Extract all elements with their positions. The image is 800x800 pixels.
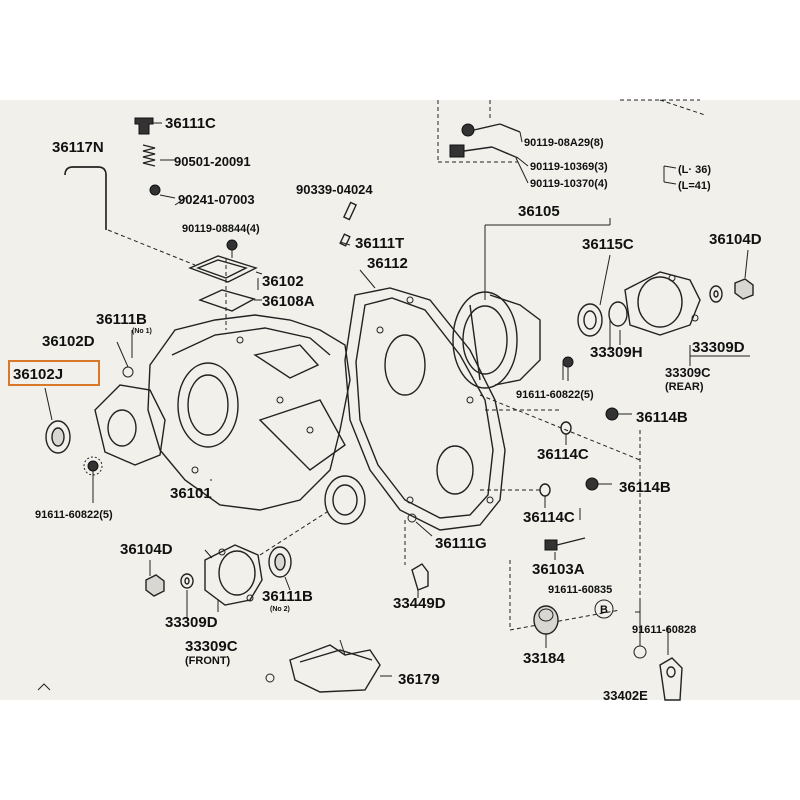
label-36111B-no1-note: (No 1) bbox=[132, 328, 152, 335]
breather-hose-icon bbox=[64, 166, 196, 266]
label-36114C-1: 36114C bbox=[537, 446, 589, 463]
washer-icon bbox=[709, 285, 723, 303]
bushing-icon bbox=[533, 605, 559, 648]
transfer-case-front-housing bbox=[147, 314, 366, 525]
b-marker-label: B bbox=[600, 604, 608, 616]
plug-icon bbox=[407, 513, 433, 537]
label-36114C-2: 36114C bbox=[523, 509, 575, 526]
label-33309H: 33309H bbox=[590, 344, 643, 361]
label-36102D: 36102D bbox=[42, 333, 95, 350]
label-36117N: 36117N bbox=[52, 139, 104, 156]
plug-icon bbox=[339, 233, 351, 247]
bolt-icon bbox=[265, 673, 275, 683]
label-90119-10369: 90119-10369(3) bbox=[530, 161, 608, 173]
label-90501-20091: 90501-20091 bbox=[174, 154, 251, 169]
pin-icon bbox=[342, 201, 358, 221]
label-33309C-rear-note: (REAR) bbox=[665, 381, 704, 393]
bolt-icon bbox=[87, 460, 99, 503]
label-33184: 33184 bbox=[523, 650, 565, 667]
washer-icon bbox=[539, 483, 551, 508]
rear-companion-flange bbox=[608, 271, 701, 336]
label-33402E: 33402E bbox=[603, 688, 648, 703]
label-90119-08844: 90119-08844(4) bbox=[182, 223, 260, 235]
bolt-icon bbox=[544, 537, 586, 560]
corner-mark bbox=[37, 683, 51, 691]
nut-icon bbox=[145, 574, 165, 597]
spring-icon bbox=[142, 144, 175, 167]
label-36111T: 36111T bbox=[355, 235, 404, 252]
label-90241-07003: 90241-07003 bbox=[178, 192, 255, 207]
front-companion-flange bbox=[204, 544, 263, 606]
b-marker: B bbox=[594, 599, 614, 619]
label-91611-60828: 91611-60828 bbox=[632, 624, 696, 636]
label-36112: 36112 bbox=[367, 255, 408, 272]
b-marker bbox=[83, 456, 103, 476]
label-36101: 36101 bbox=[170, 485, 212, 502]
label-36103A: 36103A bbox=[532, 561, 585, 578]
label-33449D: 33449D bbox=[393, 595, 446, 612]
bolt-icon bbox=[226, 239, 238, 258]
bolt-icon bbox=[585, 477, 612, 491]
label-33309C-front: 33309C bbox=[185, 638, 238, 655]
diagram-sheet bbox=[0, 100, 800, 700]
label-90119-08A29: 90119-08A29(8) bbox=[524, 137, 604, 149]
extension-housing bbox=[452, 291, 541, 389]
label-36111B-no1: 36111B bbox=[96, 311, 147, 328]
label-36114B-1: 36114B bbox=[636, 409, 688, 426]
ball-icon bbox=[149, 184, 176, 199]
note-L36: (L· 36) bbox=[678, 164, 711, 176]
oil-seal-icon bbox=[577, 254, 611, 337]
skid-plate-icon bbox=[289, 639, 392, 693]
label-91611-60835: 91611-60835 bbox=[548, 584, 612, 596]
label-33309C-front-note: (FRONT) bbox=[185, 655, 231, 667]
label-36111B-no2: 36111B bbox=[262, 588, 313, 605]
bolt-icon bbox=[605, 407, 632, 421]
label-33309D-bot: 33309D bbox=[165, 614, 218, 631]
bolt-icon bbox=[461, 123, 521, 137]
label-36104D-bot: 36104D bbox=[120, 541, 173, 558]
label-36102J: 36102J bbox=[13, 366, 63, 383]
cover-plate-icon bbox=[188, 255, 263, 283]
highlight-box bbox=[8, 360, 100, 386]
label-91611-60822-mid: 91611-60822(5) bbox=[516, 389, 594, 401]
label-36111B-no2-note: (No 2) bbox=[270, 606, 290, 613]
label-90119-10370: 90119-10370(4) bbox=[530, 178, 608, 190]
side-cover-icon bbox=[94, 366, 166, 466]
label-33309D-top: 33309D bbox=[692, 339, 745, 356]
label-36108A: 36108A bbox=[262, 293, 315, 310]
plug-icon bbox=[562, 356, 574, 381]
nut-icon bbox=[734, 249, 754, 300]
label-91611-60822-left: 91611-60822(5) bbox=[35, 509, 113, 521]
bracket-icon bbox=[411, 563, 429, 598]
bolt-icon bbox=[449, 144, 519, 159]
label-36111C: 36111C bbox=[165, 115, 216, 132]
label-36111G: 36111G bbox=[435, 535, 487, 552]
label-90339-04024: 90339-04024 bbox=[296, 182, 373, 197]
washer-icon bbox=[180, 573, 194, 589]
oil-seal-icon bbox=[44, 387, 71, 454]
label-36102: 36102 bbox=[262, 273, 304, 290]
top-frame-lines bbox=[437, 99, 706, 163]
label-33309C-rear: 33309C bbox=[665, 365, 711, 380]
label-36179: 36179 bbox=[398, 671, 440, 688]
plug-icon bbox=[134, 117, 162, 135]
label-36105: 36105 bbox=[518, 203, 560, 220]
note-L41: (L=41) bbox=[678, 180, 711, 192]
label-36115C: 36115C bbox=[582, 236, 634, 253]
transfer-case-rear-housing bbox=[344, 287, 506, 531]
label-36114B-2: 36114B bbox=[619, 479, 671, 496]
label-36104D-top: 36104D bbox=[709, 231, 762, 248]
oil-seal-icon bbox=[268, 546, 292, 591]
gasket-icon bbox=[198, 289, 262, 312]
washer-icon bbox=[560, 421, 572, 445]
